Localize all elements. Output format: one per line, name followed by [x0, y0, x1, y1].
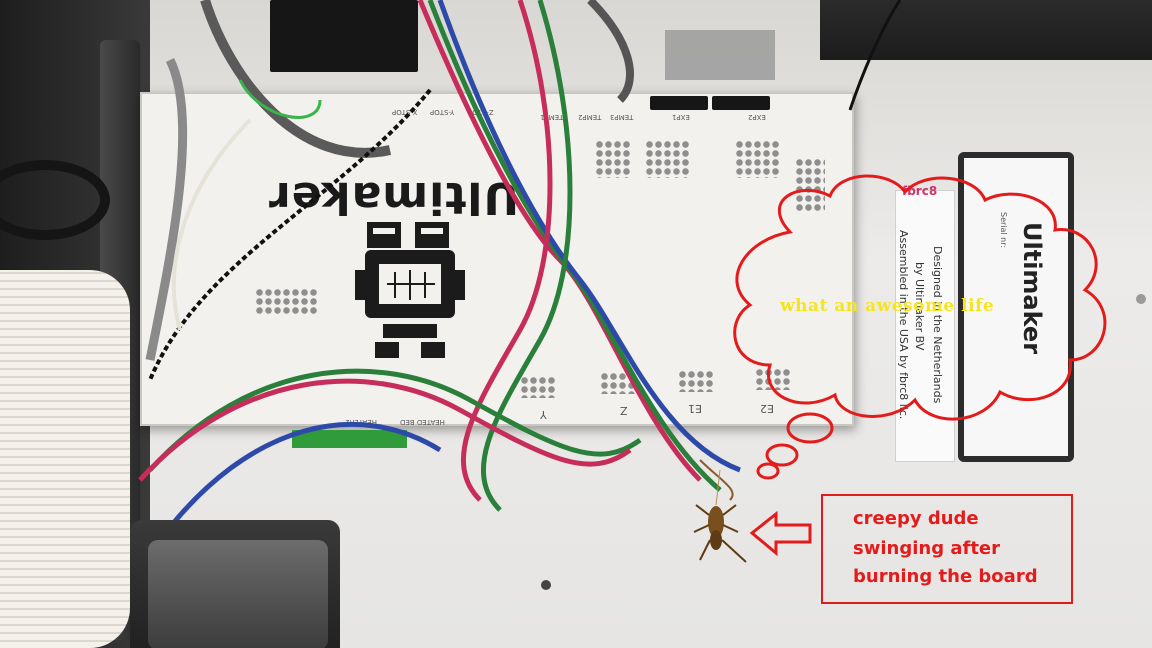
- top-connector-block: [270, 0, 418, 72]
- thought-bubble-dot: [765, 443, 799, 467]
- ribbon-connector-exp2: [712, 96, 770, 110]
- pin-header: [520, 376, 556, 398]
- robot-mascot: [355, 222, 465, 358]
- pin-header: [600, 372, 636, 394]
- pin-header: [678, 370, 714, 392]
- callout-box: creepy dude swinging after burning the b…: [821, 494, 1073, 604]
- mounting-hole: [541, 580, 551, 590]
- mounting-hole: [1136, 294, 1146, 304]
- serial-label-sticker: [958, 152, 1074, 462]
- stepper-motor-cap: [148, 540, 328, 648]
- callout-line: swinging after: [853, 538, 1001, 559]
- black-cable-loop: [0, 160, 110, 240]
- callout-line: creepy dude: [853, 508, 979, 529]
- thought-bubble-dot: [786, 412, 834, 444]
- pin-header: [595, 140, 631, 178]
- callout-line: burning the board: [853, 566, 1038, 587]
- green-terminal-block: [292, 430, 407, 448]
- assembly-info-card: [895, 190, 955, 462]
- thought-bubble: [733, 174, 1107, 421]
- ribbon-connector-exp1: [650, 96, 708, 110]
- thought-bubble-dot: [756, 462, 780, 480]
- pin-header: [735, 140, 781, 178]
- filament-spool: [0, 270, 130, 648]
- pin-header: [795, 158, 825, 212]
- pin-header: [645, 140, 691, 178]
- arrow-shape: [749, 510, 812, 557]
- printer-frame-top: [820, 0, 1152, 60]
- pin-header: [755, 368, 791, 390]
- thought-bubble-text: what an awesome life: [780, 296, 995, 316]
- pin-header: [255, 288, 319, 314]
